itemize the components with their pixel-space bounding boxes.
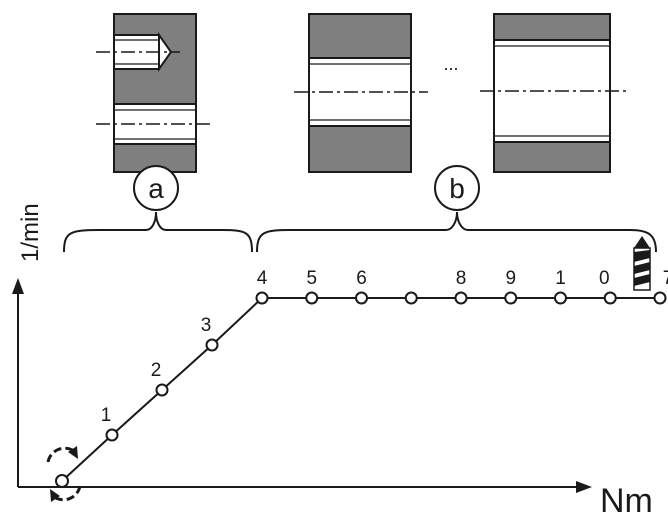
data-point — [603, 291, 617, 305]
point-label: 5 — [306, 268, 317, 289]
group-b-circle — [434, 165, 480, 211]
data-point — [105, 428, 119, 442]
workpiece-b1 — [294, 13, 428, 173]
data-point — [355, 291, 368, 305]
ellipsis-text: ... — [443, 54, 458, 74]
brace-a — [63, 211, 253, 253]
drill-flute-1 — [634, 250, 650, 262]
group-a-marker: a — [133, 165, 179, 211]
data-point — [55, 474, 69, 488]
data-point — [305, 291, 319, 305]
drill-flute-3 — [634, 274, 650, 286]
x-axis-arrow — [576, 481, 592, 493]
point-labels: 12345689107 — [101, 268, 668, 426]
group-a-label: a — [148, 173, 164, 204]
point-label: 7 — [663, 268, 668, 289]
rotation-arrowhead-bottom — [50, 489, 60, 502]
rotation-arc-top — [46, 446, 75, 463]
drill-bit-icon — [633, 236, 651, 291]
point-label: 2 — [151, 360, 162, 381]
point-label: 4 — [257, 268, 268, 289]
axes: 1/min Nm — [12, 203, 653, 520]
data-point — [653, 291, 667, 305]
drill-flute-2 — [634, 262, 650, 274]
brace-b — [256, 211, 657, 253]
x-axis-label: Nm — [600, 482, 653, 520]
data-point — [255, 291, 269, 305]
point-label: 3 — [201, 315, 212, 336]
group-b-marker: b — [434, 165, 480, 211]
y-axis-label: 1/min — [17, 203, 44, 262]
data-point — [205, 338, 219, 352]
rotation-arc-bottom — [53, 485, 82, 502]
workpiece-b2 — [480, 13, 628, 173]
group-b-label: b — [449, 173, 465, 204]
point-label: 1 — [101, 405, 112, 426]
point-label: 0 — [599, 268, 610, 289]
data-point — [155, 383, 169, 397]
curve-line — [61, 297, 660, 482]
y-axis-arrow — [12, 278, 24, 294]
group-a-circle — [133, 165, 179, 211]
rotation-icon — [46, 446, 82, 502]
rotation-arrowhead-top — [68, 446, 78, 459]
data-point — [504, 291, 518, 305]
speed-torque-curve — [55, 291, 667, 488]
data-point — [454, 291, 468, 305]
workpiece-a — [96, 13, 212, 173]
point-label: 6 — [356, 268, 367, 289]
drill-bit-tip — [634, 236, 650, 248]
point-label: 8 — [456, 268, 467, 289]
point-label: 9 — [505, 268, 516, 289]
data-point — [554, 291, 567, 305]
point-label: 1 — [555, 268, 566, 289]
data-point — [404, 291, 418, 305]
